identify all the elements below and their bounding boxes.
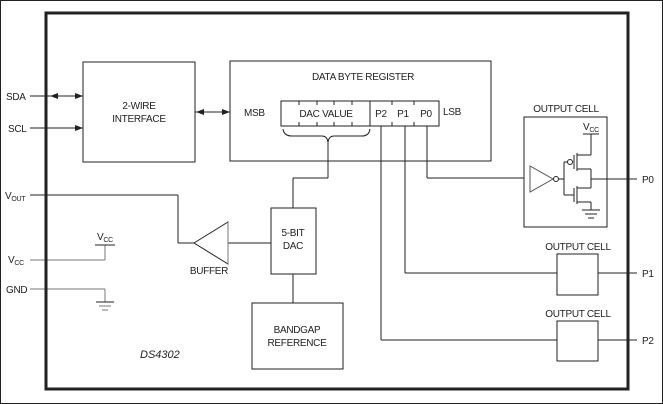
chip-label: DS4302 bbox=[140, 349, 180, 361]
pin-gnd: GND bbox=[6, 285, 114, 311]
bandgap-reference-block bbox=[251, 302, 344, 370]
output-cell-1-label: OUTPUT CELL bbox=[545, 242, 611, 253]
bit-p0-label: P0 bbox=[420, 109, 432, 120]
cmos-output-stage-icon bbox=[558, 133, 607, 219]
dac-value-label: DAC VALUE bbox=[299, 109, 353, 120]
bandgap-label-1: BANDGAP bbox=[274, 325, 321, 336]
register-bits bbox=[280, 100, 440, 127]
buffer-label: BUFFER bbox=[190, 266, 228, 277]
output-cell-1-block bbox=[556, 253, 599, 296]
pin-p2-label: P2 bbox=[642, 336, 654, 347]
arrow-right-icon bbox=[75, 93, 83, 99]
pin-p1-label: P1 bbox=[642, 269, 654, 280]
bandgap-label-2: REFERENCE bbox=[268, 338, 328, 349]
msb-label: MSB bbox=[244, 108, 265, 119]
two-wire-label-2: INTERFACE bbox=[112, 114, 166, 125]
ground-icon bbox=[96, 301, 114, 311]
pin-sda-label: SDA bbox=[6, 92, 26, 103]
two-wire-interface-block bbox=[82, 61, 196, 163]
output-cell-2-label: OUTPUT CELL bbox=[545, 309, 611, 320]
bidirectional-arrow-icon bbox=[195, 109, 230, 115]
pin-sda: SDA bbox=[6, 92, 83, 103]
pin-vcc-label: VCC bbox=[8, 255, 24, 267]
output-cell-2-block bbox=[556, 320, 599, 362]
pin-gnd-label: GND bbox=[6, 285, 27, 296]
bit-p2-label: P2 bbox=[375, 109, 387, 120]
pin-p0-label: P0 bbox=[642, 175, 654, 186]
vcc-cell-label: VCC bbox=[583, 122, 599, 134]
register-title: DATA BYTE REGISTER bbox=[312, 72, 414, 83]
pin-vout-label: VOUT bbox=[5, 191, 26, 203]
lsb-label: LSB bbox=[443, 107, 462, 118]
output-cell-0-label: OUTPUT CELL bbox=[533, 104, 599, 115]
two-wire-label-1: 2-WIRE bbox=[122, 101, 156, 112]
arrow-left-icon bbox=[50, 93, 58, 99]
pin-vout: VOUT bbox=[5, 191, 194, 244]
vcc-internal-label: VCC bbox=[97, 232, 113, 244]
dac-label-1: 5-BIT bbox=[282, 228, 305, 239]
arrow-right-icon bbox=[75, 125, 83, 131]
pin-scl-label: SCL bbox=[8, 124, 27, 135]
dac-label-2: DAC bbox=[283, 241, 303, 252]
bit-p1-label: P1 bbox=[397, 109, 409, 120]
pin-scl: SCL bbox=[8, 124, 83, 135]
bit-ticks bbox=[298, 101, 415, 126]
pin-vcc: VCC VCC bbox=[8, 232, 115, 267]
